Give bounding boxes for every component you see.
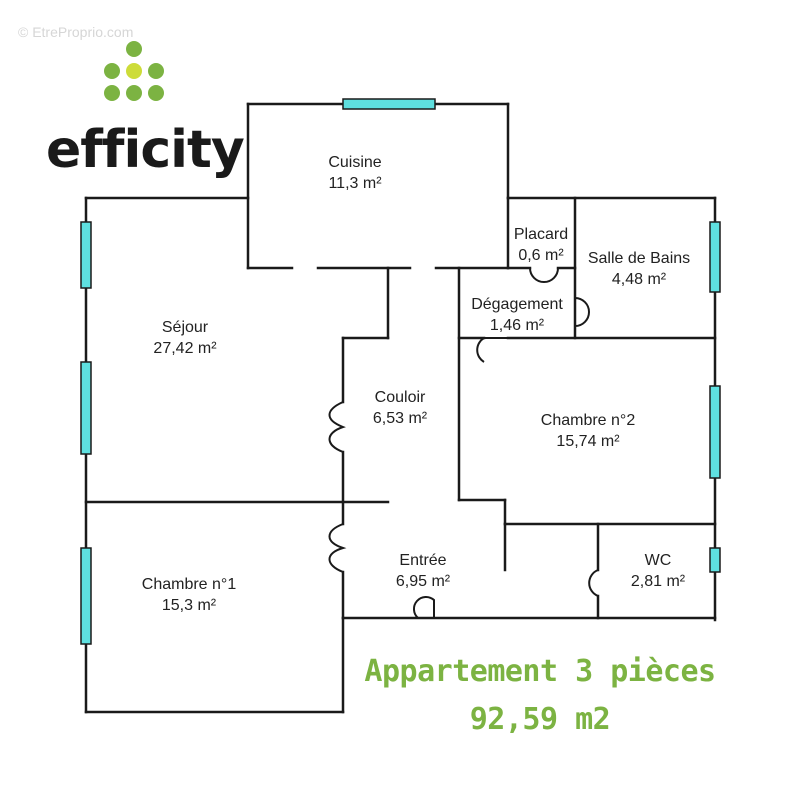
window	[80, 221, 92, 289]
window	[709, 547, 721, 573]
room-label-couloir: Couloir 6,53 m²	[373, 387, 427, 429]
room-area: 6,53 m²	[372, 410, 428, 427]
room-name: Séjour	[161, 319, 209, 336]
room-area: 6,95 m²	[395, 573, 451, 590]
efficity-logo-text: efficity	[46, 120, 245, 180]
room-name: Salle de Bains	[587, 250, 691, 267]
room-area: 15,3 m²	[161, 597, 217, 614]
room-area: 2,81 m²	[630, 573, 686, 590]
watermark: © EtreProprio.com	[18, 24, 134, 40]
room-label-salle-de-bains: Salle de Bains 4,48 m²	[588, 248, 690, 290]
door-swing	[328, 523, 347, 573]
room-area: 11,3 m²	[328, 175, 382, 192]
window	[709, 221, 721, 293]
door-swing	[476, 337, 508, 363]
room-area: 4,48 m²	[611, 271, 667, 288]
room-name: WC	[644, 552, 672, 569]
room-name: Dégagement	[471, 296, 563, 313]
door-swing	[328, 401, 346, 453]
window	[80, 547, 92, 645]
caption-title: Appartement 3 pièces	[364, 654, 716, 689]
room-label-wc: WC 2,81 m²	[631, 550, 685, 592]
room-label-sejour: Séjour 27,42 m²	[153, 317, 216, 359]
room-label-chambre-1: Chambre n°1 15,3 m²	[142, 574, 236, 616]
room-name: Chambre n°2	[540, 412, 636, 429]
window	[80, 361, 92, 455]
room-label-degagement: Dégagement 1,46 m²	[471, 294, 563, 336]
door-swing	[588, 569, 599, 597]
room-label-entree: Entrée 6,95 m²	[396, 550, 450, 592]
window	[709, 385, 721, 479]
room-label-chambre-2: Chambre n°2 15,74 m²	[541, 410, 635, 452]
room-area: 1,46 m²	[489, 317, 545, 334]
caption-surface: 92,59 m2	[469, 702, 611, 737]
room-area: 27,42 m²	[153, 340, 217, 357]
room-label-cuisine: Cuisine 11,3 m²	[328, 152, 381, 194]
window	[342, 98, 436, 110]
room-name: Cuisine	[328, 154, 382, 171]
room-name: Entrée	[399, 552, 447, 569]
room-label-placard: Placard 0,6 m²	[514, 224, 568, 266]
room-area: 15,74 m²	[556, 433, 620, 450]
room-area: 0,6 m²	[518, 247, 564, 264]
room-name: Couloir	[374, 389, 426, 406]
door-swing	[574, 297, 590, 327]
room-name: Placard	[513, 226, 569, 243]
room-name: Chambre n°1	[141, 576, 237, 593]
door-swing	[529, 267, 559, 283]
door-swing	[412, 595, 435, 619]
